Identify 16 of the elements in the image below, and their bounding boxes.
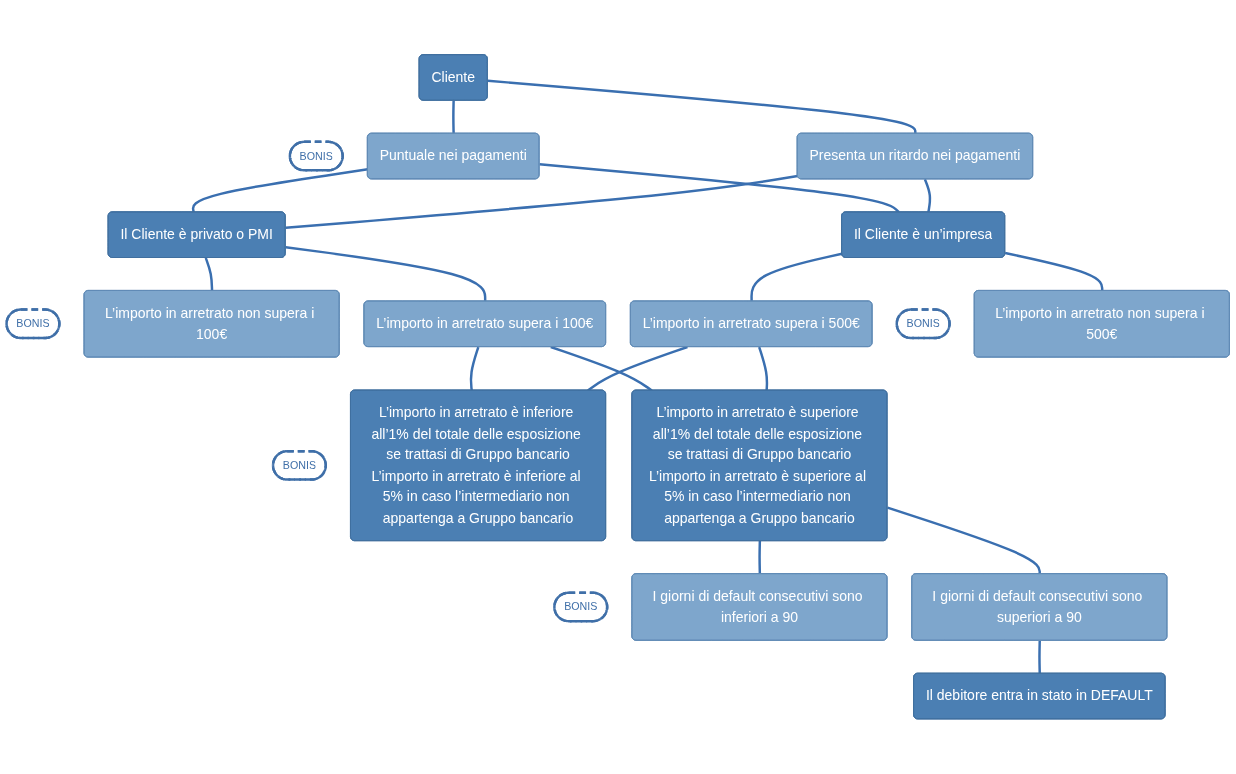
connector xyxy=(487,79,917,134)
connector xyxy=(539,163,900,214)
connector xyxy=(758,541,762,575)
connector xyxy=(758,346,769,391)
connector xyxy=(550,346,653,392)
connector xyxy=(285,246,487,302)
connector xyxy=(587,346,688,392)
connector xyxy=(1038,640,1041,674)
connector xyxy=(452,100,455,134)
connector xyxy=(1004,252,1104,292)
connector xyxy=(469,346,480,391)
connector xyxy=(887,506,1041,575)
connector xyxy=(204,257,214,292)
connector xyxy=(750,252,843,302)
connector xyxy=(285,175,798,230)
connector xyxy=(923,179,932,213)
